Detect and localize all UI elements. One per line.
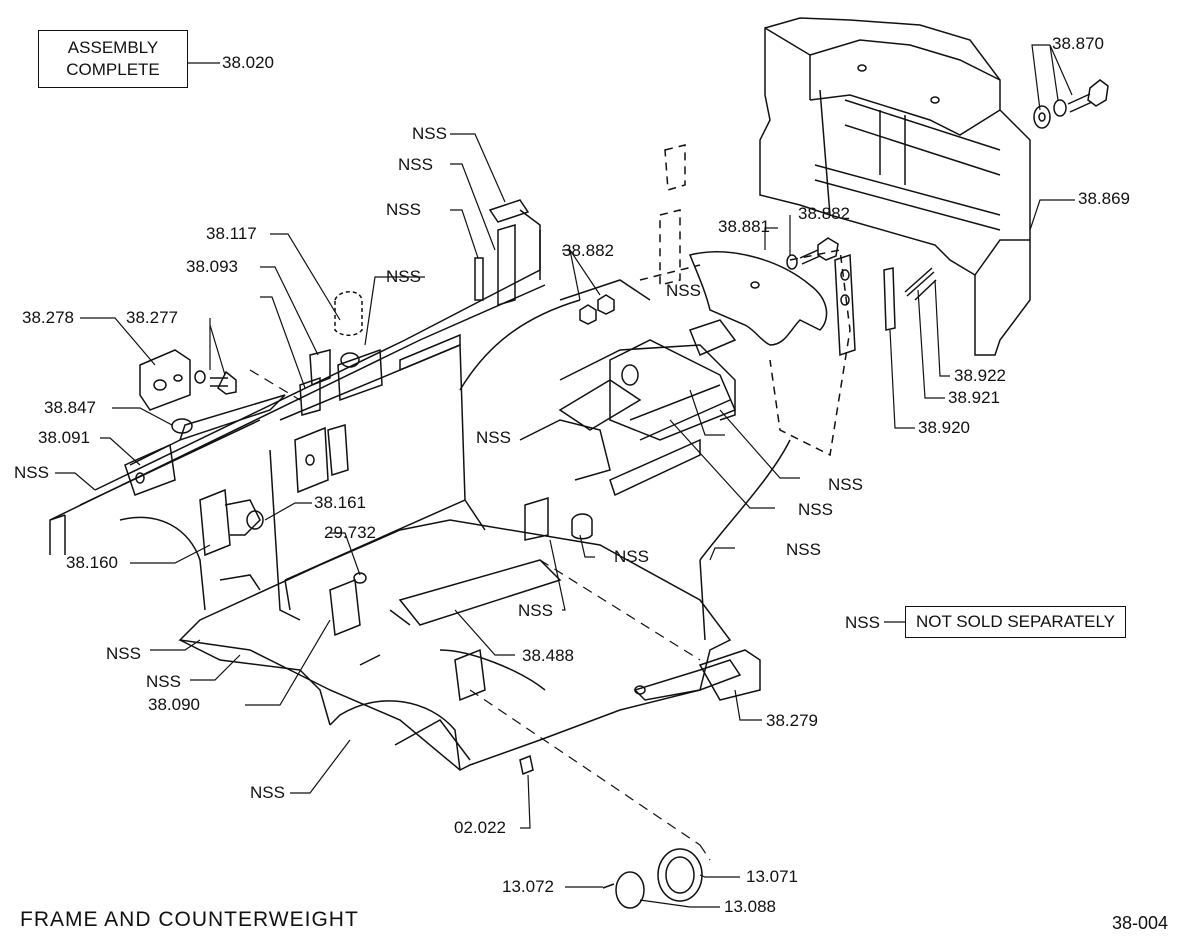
bracket-38-161: [199, 424, 349, 557]
segment-plate-38-881: [688, 251, 828, 346]
center-dashed-parts: [639, 144, 851, 457]
assembly-complete-box: ASSEMBLY COMPLETE: [38, 30, 188, 88]
callout-label: NSS: [386, 267, 421, 286]
callout-label: NSS: [666, 281, 701, 300]
callout-label: NSS: [250, 783, 285, 802]
callout-label: 38.161: [314, 493, 366, 512]
callout-leaders: [55, 44, 1075, 908]
callout-label: 38.869: [1078, 189, 1130, 208]
callout-label: 38.922: [954, 366, 1006, 385]
callout-label: 13.088: [724, 897, 776, 916]
bracket-38-091: [124, 443, 176, 496]
cap-38-847: [171, 418, 193, 434]
callout-label: 38.277: [126, 308, 178, 327]
diagram-title: FRAME AND COUNTERWEIGHT: [20, 908, 359, 931]
callout-label: 38.870: [1052, 34, 1104, 53]
legend-code: NSS: [845, 613, 880, 632]
assembly-line-2: COMPLETE: [66, 60, 160, 79]
lock-parts: [299, 291, 383, 416]
callout-label: NSS: [828, 475, 863, 494]
nuts-38-882-left: [579, 294, 615, 325]
bolt-38-870: [1033, 79, 1109, 129]
callout-label: 38.882: [562, 241, 614, 260]
bracket-38-090: [329, 572, 367, 637]
callout-label: NSS: [398, 155, 433, 174]
callout-label: NSS: [786, 540, 821, 559]
center-bracket: [558, 319, 737, 497]
frame-left-wall: [119, 343, 486, 621]
bolt-38-882-right: [786, 237, 839, 270]
callout-label: 02.022: [454, 818, 506, 837]
callout-label: NSS: [476, 428, 511, 447]
right-bracket-plate: [834, 253, 856, 357]
callout-label: 38.847: [44, 398, 96, 417]
legend-meaning: NOT SOLD SEPARATELY: [916, 612, 1116, 631]
callout-label: 38.160: [66, 553, 118, 572]
callout-label: 38.279: [766, 711, 818, 730]
callout-label: NSS: [386, 200, 421, 219]
counterweight-part: [759, 17, 1031, 356]
callout-label: 38.090: [148, 695, 200, 714]
figure-number: 38-004: [1112, 913, 1169, 933]
legend-box: NOT SOLD SEPARATELY: [905, 606, 1127, 638]
assembly-part-number: 38.020: [222, 53, 274, 72]
callout-label: 38.091: [38, 428, 90, 447]
callout-label: 38.921: [948, 388, 1000, 407]
callout-label: 13.072: [502, 877, 554, 896]
callout-label: 13.071: [746, 867, 798, 886]
assembly-line-1: ASSEMBLY: [67, 38, 159, 57]
callout-label: NSS: [14, 463, 49, 482]
frame-posts: [474, 199, 541, 307]
bracket-38-278: [139, 349, 237, 411]
callout-label: 38.093: [186, 257, 238, 276]
callout-label: 29.732: [324, 523, 376, 542]
callout-label: NSS: [106, 644, 141, 663]
callout-label: NSS: [798, 500, 833, 519]
callout-label: NSS: [614, 547, 649, 566]
callout-label: 38.488: [522, 646, 574, 665]
assembly-dashed-lines: [249, 369, 711, 861]
callout-label: 38.882: [798, 204, 850, 223]
callout-label: 38.278: [22, 308, 74, 327]
callout-label: 38.881: [718, 217, 770, 236]
cover-parts: [454, 648, 703, 909]
callout-label: NSS: [146, 672, 181, 691]
center-blocks: [524, 496, 593, 541]
callout-label: 38.920: [918, 418, 970, 437]
pin-assembly: [883, 267, 937, 331]
bracket-38-279: [633, 649, 761, 701]
callout-label: NSS: [412, 124, 447, 143]
callout-label: 38.117: [206, 224, 257, 243]
frame-left-rail: [49, 230, 546, 555]
frame-right-panel: [459, 279, 791, 641]
callout-label: NSS: [518, 601, 553, 620]
